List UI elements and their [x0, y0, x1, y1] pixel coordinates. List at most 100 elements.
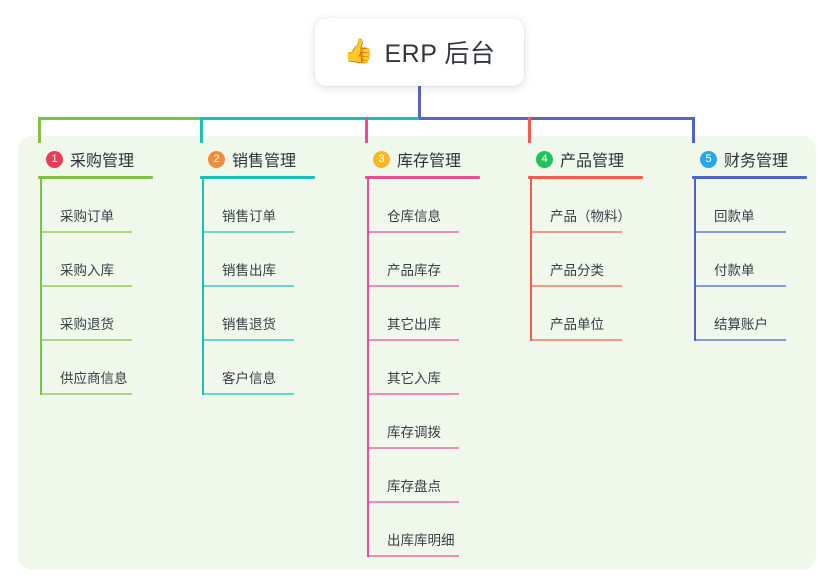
branch-item-list: 采购订单采购入库采购退货供应商信息 — [38, 179, 153, 395]
branch-item-label: 其它入库 — [387, 371, 441, 386]
branch-header-rule — [692, 176, 807, 179]
branch-item-rule — [202, 339, 294, 341]
branch-item-list: 仓库信息产品库存其它出库其它入库库存调拨库存盘点出库库明细 — [365, 179, 480, 557]
branch-item-label: 供应商信息 — [60, 371, 128, 386]
branch-item-label: 采购退货 — [60, 317, 114, 332]
branch-item[interactable]: 库存盘点 — [367, 449, 480, 503]
branch-item[interactable]: 采购订单 — [40, 179, 153, 233]
branch-number-badge: 5 — [700, 150, 717, 168]
connector-drop-1 — [38, 117, 41, 143]
branch-item-label: 仓库信息 — [387, 209, 441, 224]
branch-header-库存管理[interactable]: 3 库存管理 — [365, 148, 480, 170]
branch-item-rule — [694, 231, 786, 233]
connector-bus-segment-4 — [528, 117, 694, 120]
branch-header-rule — [38, 176, 153, 179]
branch-item[interactable]: 供应商信息 — [40, 341, 153, 395]
branch-item-label: 产品库存 — [387, 263, 441, 278]
connector-bus-segment-2 — [200, 117, 421, 120]
branch-number-badge: 3 — [373, 150, 390, 168]
connector-bus-segment-1 — [38, 117, 202, 120]
branch-item-rule — [530, 339, 622, 341]
branch-item[interactable]: 产品分类 — [530, 233, 643, 287]
branch-spine — [202, 179, 204, 395]
branch-item[interactable]: 其它入库 — [367, 341, 480, 395]
branch-item-label: 库存调拨 — [387, 425, 441, 440]
branch-number-badge: 4 — [536, 150, 553, 168]
branch-spine — [40, 179, 42, 395]
branch-item-label: 采购订单 — [60, 209, 114, 224]
branch-item[interactable]: 销售退货 — [202, 287, 315, 341]
branch-column-3: 3 库存管理仓库信息产品库存其它出库其它入库库存调拨库存盘点出库库明细 — [365, 148, 480, 557]
branch-item[interactable]: 客户信息 — [202, 341, 315, 395]
branch-header-rule — [365, 176, 480, 179]
branch-item-rule — [367, 285, 459, 287]
branch-title: 库存管理 — [397, 153, 462, 170]
branch-item-rule — [367, 393, 459, 395]
branch-item[interactable]: 销售订单 — [202, 179, 315, 233]
branch-item-label: 产品单位 — [550, 317, 604, 332]
branch-item-rule — [694, 339, 786, 341]
branch-item[interactable]: 结算账户 — [694, 287, 807, 341]
branch-item-label: 其它出库 — [387, 317, 441, 332]
diagram-background-panel — [18, 136, 816, 570]
connector-bus-segment-3 — [419, 117, 530, 120]
branch-spine — [694, 179, 696, 341]
branch-item-rule — [40, 231, 132, 233]
branch-item[interactable]: 仓库信息 — [367, 179, 480, 233]
branch-item-rule — [530, 285, 622, 287]
branch-number-badge: 2 — [208, 150, 225, 168]
branch-spine — [530, 179, 532, 341]
branch-item[interactable]: 销售出库 — [202, 233, 315, 287]
branch-item-rule — [530, 231, 622, 233]
root-node-erp-backend[interactable]: 👍 ERP 后台 — [315, 18, 524, 86]
branch-header-财务管理[interactable]: 5 财务管理 — [692, 148, 807, 170]
branch-item[interactable]: 出库库明细 — [367, 503, 480, 557]
branch-item[interactable]: 库存调拨 — [367, 395, 480, 449]
branch-item-label: 库存盘点 — [387, 479, 441, 494]
branch-item-list: 回款单付款单结算账户 — [692, 179, 807, 341]
branch-item[interactable]: 产品库存 — [367, 233, 480, 287]
branch-item-rule — [367, 231, 459, 233]
branch-item-label: 销售退货 — [222, 317, 276, 332]
branch-item-list: 销售订单销售出库销售退货客户信息 — [200, 179, 315, 395]
branch-header-销售管理[interactable]: 2 销售管理 — [200, 148, 315, 170]
branch-item[interactable]: 付款单 — [694, 233, 807, 287]
root-node-title: ERP 后台 — [384, 40, 496, 68]
connector-drop-2 — [200, 117, 203, 143]
branch-item-label: 产品（物料） — [550, 209, 631, 224]
branch-item-rule — [367, 555, 459, 557]
branch-column-5: 5 财务管理回款单付款单结算账户 — [692, 148, 807, 341]
branch-header-rule — [200, 176, 315, 179]
branch-item-rule — [202, 285, 294, 287]
branch-item-label: 销售订单 — [222, 209, 276, 224]
branch-item-rule — [202, 231, 294, 233]
branch-item-rule — [367, 501, 459, 503]
branch-item[interactable]: 其它出库 — [367, 287, 480, 341]
branch-item-rule — [40, 285, 132, 287]
branch-item[interactable]: 采购入库 — [40, 233, 153, 287]
branch-column-2: 2 销售管理销售订单销售出库销售退货客户信息 — [200, 148, 315, 395]
branch-item-rule — [367, 339, 459, 341]
branch-title: 财务管理 — [724, 153, 789, 170]
branch-title: 销售管理 — [232, 153, 297, 170]
branch-item[interactable]: 回款单 — [694, 179, 807, 233]
branch-header-rule — [528, 176, 643, 179]
branch-item[interactable]: 产品单位 — [530, 287, 643, 341]
branch-item-label: 出库库明细 — [387, 533, 455, 548]
branch-item-label: 销售出库 — [222, 263, 276, 278]
branch-item-label: 产品分类 — [550, 263, 604, 278]
branch-item-label: 结算账户 — [714, 317, 768, 332]
branch-item[interactable]: 采购退货 — [40, 287, 153, 341]
connector-root-stem — [418, 86, 421, 120]
branch-item-list: 产品（物料） 产品分类产品单位 — [528, 179, 643, 341]
connector-drop-3 — [365, 117, 368, 143]
branch-spine — [367, 179, 369, 557]
branch-item[interactable]: 产品（物料） — [530, 179, 643, 233]
branch-item-rule — [40, 393, 132, 395]
branch-item-label: 回款单 — [714, 209, 755, 224]
